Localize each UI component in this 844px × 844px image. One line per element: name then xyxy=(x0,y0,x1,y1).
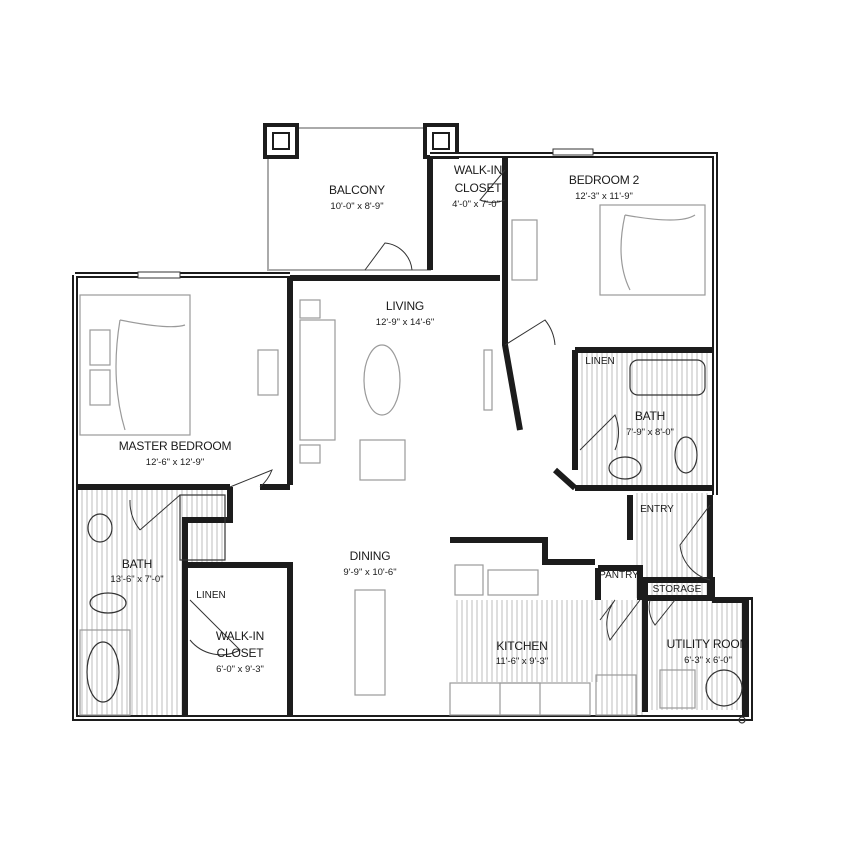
utility-room-label: UTILITY ROOM xyxy=(667,637,750,651)
walls xyxy=(72,148,753,721)
living-dim: 12'-9" x 14'-6" xyxy=(376,317,434,328)
bedroom-2-label: BEDROOM 2 xyxy=(569,173,640,187)
dining-label: DINING xyxy=(350,549,391,563)
bath-2-label: BATH xyxy=(635,409,665,423)
master-bath-dim: 13'-6" x 7'-0" xyxy=(110,574,163,585)
living-label: LIVING xyxy=(386,299,424,313)
kitchen-label: KITCHEN xyxy=(496,639,547,653)
dryer xyxy=(705,669,743,707)
entry-label: ENTRY xyxy=(640,504,674,515)
washer xyxy=(659,669,696,709)
armchair xyxy=(359,439,406,481)
tv xyxy=(483,349,493,411)
balcony-label: BALCONY xyxy=(329,183,385,197)
walkin-closet-2-label-1: WALK-IN xyxy=(454,163,502,177)
dishwasher xyxy=(454,564,484,596)
bathtub-1 xyxy=(86,641,120,703)
walkin-closet-1-dim: 6'-0" x 9'-3" xyxy=(216,664,264,675)
dining-table xyxy=(354,589,386,696)
sink-1 xyxy=(87,513,113,543)
dining-dim: 9'-9" x 10'-6" xyxy=(343,567,396,578)
tile-floors xyxy=(78,353,747,715)
bath-2-dim: 7'-9" x 8'-0" xyxy=(626,427,674,438)
fixtures xyxy=(79,204,746,724)
walkin-closet-2-label-2: CLOSET xyxy=(455,181,503,195)
balcony-dim: 10'-0" x 8'-9" xyxy=(330,201,383,212)
storage-label: STORAGE xyxy=(653,584,702,595)
master-bedroom-label: MASTER BEDROOM xyxy=(119,439,232,453)
master-bed xyxy=(79,294,191,436)
bathtub-2 xyxy=(629,359,706,396)
master-bath-label: BATH xyxy=(122,557,152,571)
bedroom-2-dim: 12'-3" x 11'-9" xyxy=(575,191,633,202)
linen-2-label: LINEN xyxy=(585,356,614,367)
bed-2 xyxy=(599,204,706,296)
utility-room-dim: 6'-3" x 6'-0" xyxy=(684,655,732,666)
toilet-2 xyxy=(674,436,698,474)
pantry-label: PANTRY xyxy=(599,570,639,581)
walkin-closet-2-dim: 4'-0" x 7'-0" xyxy=(452,199,500,210)
toilet-1 xyxy=(89,592,127,614)
walkin-closet-1-label-2: CLOSET xyxy=(217,646,265,660)
walkin-closet-1-label-1: WALK-IN xyxy=(216,629,264,643)
shower xyxy=(179,494,226,561)
stove xyxy=(499,682,541,716)
master-bedroom-dim: 12'-6" x 12'-9" xyxy=(146,457,204,468)
room-labels: BALCONY 10'-0" x 8'-9" WALK-IN CLOSET 4'… xyxy=(110,163,749,675)
refrigerator xyxy=(595,674,637,716)
kitchen-dim: 11'-6" x 9'-3" xyxy=(496,656,548,667)
sofa xyxy=(299,319,336,441)
linen-1-label: LINEN xyxy=(196,590,225,601)
coffee-table xyxy=(363,344,401,416)
doors xyxy=(129,169,711,656)
kitchen-sink xyxy=(487,569,539,596)
sink-2 xyxy=(608,456,642,480)
